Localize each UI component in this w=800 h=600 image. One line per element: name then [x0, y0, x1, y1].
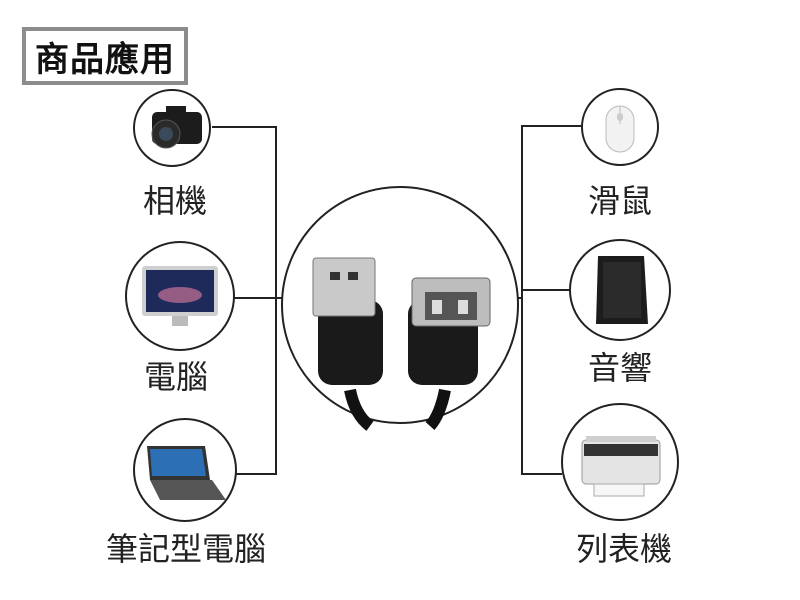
- connector-lines: [212, 125, 582, 475]
- device-label-speaker: 音響: [587, 349, 653, 387]
- device-label-laptop: 筆記型電腦: [105, 530, 267, 568]
- usb-extension-cable-icon: [281, 186, 519, 431]
- laptop-icon: [133, 418, 237, 522]
- device-label-computer: 電腦: [143, 358, 209, 396]
- printer-icon: [561, 403, 679, 521]
- mouse-icon: [581, 88, 659, 166]
- camera-icon: [133, 89, 211, 167]
- desktop-computer-icon: [125, 241, 235, 351]
- device-label-printer: 列表機: [575, 530, 673, 568]
- speaker-icon: [569, 239, 671, 341]
- device-label-camera: 相機: [142, 182, 208, 220]
- device-label-mouse: 滑鼠: [587, 182, 653, 220]
- page-title: 商品應用: [22, 27, 188, 85]
